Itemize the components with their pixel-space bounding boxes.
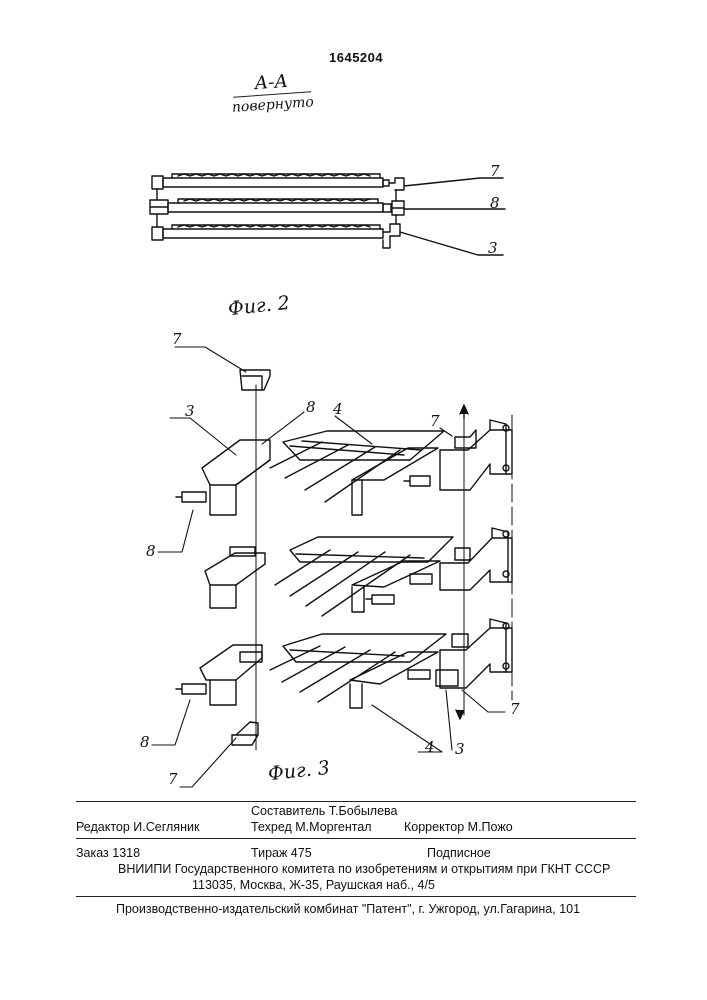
imprint-rule-3 xyxy=(76,896,636,897)
fig2-callout-8: 8 xyxy=(490,194,500,212)
technical-drawing xyxy=(0,0,707,800)
fig3-callout-4-top: 4 xyxy=(333,400,343,418)
fig3-callout-8-left-lower: 8 xyxy=(140,733,150,751)
fig3-part7-top xyxy=(240,370,270,390)
imprint-editor: Редактор И.Сегляник xyxy=(76,820,199,834)
fig3-callout-8-top: 8 xyxy=(306,398,316,416)
fig2-callout-7: 7 xyxy=(490,162,500,180)
imprint-rule-2 xyxy=(76,838,636,839)
fig3-callout-3-bottom: 3 xyxy=(455,740,465,758)
fig3-callout-3-left: 3 xyxy=(185,402,195,420)
fig3-shelf-1 xyxy=(176,420,512,515)
imprint-subscription: Подписное xyxy=(427,846,491,860)
fig3-callout-4-bottom: 4 xyxy=(425,738,435,756)
fig3-callout-7-right: 7 xyxy=(430,412,440,430)
fig3-shelf-3 xyxy=(176,619,512,708)
fig2-rail-bottom xyxy=(152,224,400,248)
fig3-callout-8-left-upper: 8 xyxy=(146,542,156,560)
imprint-order: Заказ 1318 xyxy=(76,846,140,860)
fig2-section-drawing xyxy=(150,174,505,255)
fig3-shelf-2 xyxy=(205,528,512,616)
imprint-compiler: Составитель Т.Бобылева xyxy=(251,804,398,818)
imprint-corrector: Корректор М.Пожо xyxy=(404,820,513,834)
imprint-address: 113035, Москва, Ж-35, Раушская наб., 4/5 xyxy=(192,878,435,892)
fig3-callout-7-top: 7 xyxy=(172,330,182,348)
imprint-publisher: Производственно-издательский комбинат "П… xyxy=(116,902,580,916)
fig2-rail-middle xyxy=(150,199,404,215)
imprint-institute: ВНИИПИ Государственного комитета по изоб… xyxy=(118,862,610,876)
fig3-leaders xyxy=(152,347,505,787)
fig3-callout-7-bottom: 7 xyxy=(168,770,178,788)
fig2-callout-3: 3 xyxy=(488,239,498,257)
fig3-part7-bottom xyxy=(232,722,258,745)
imprint-top-rule xyxy=(76,801,636,802)
imprint-techred: Техред М.Моргентал xyxy=(251,820,372,834)
fig2-connectors xyxy=(157,189,396,227)
fig3-callout-7-bottom-right: 7 xyxy=(510,700,520,718)
imprint-circulation: Тираж 475 xyxy=(251,846,312,860)
fig2-rail-top xyxy=(152,174,404,190)
